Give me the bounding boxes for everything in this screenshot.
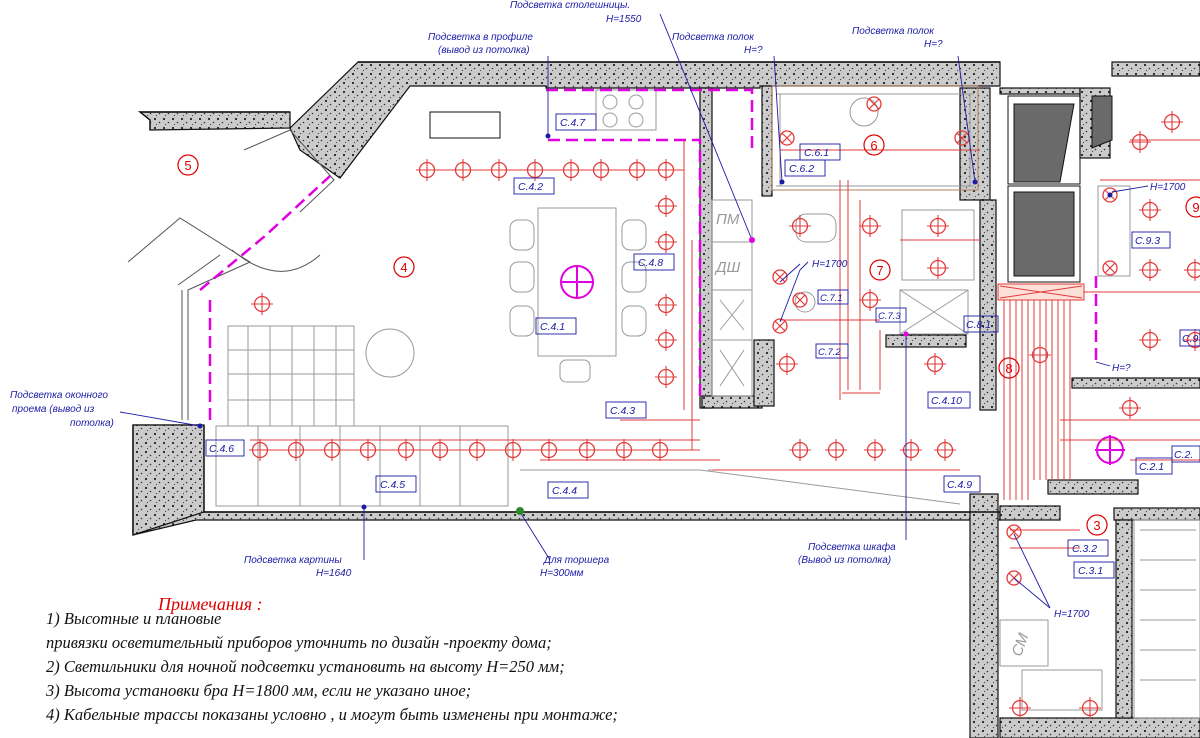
countertop-callout-line1: Подсветка столешницы.	[510, 0, 630, 11]
room-3-number: 3	[1093, 518, 1100, 533]
circuit-c49: C.4.9	[947, 479, 972, 491]
picture-callout-line1: Подсветка картины	[244, 555, 342, 566]
circuit-c47: C.4.7	[560, 117, 586, 129]
note-line-3: 2) Светильники для ночной подсветки уста…	[46, 657, 565, 676]
lamp-callout-line1: Для торшера	[543, 555, 610, 566]
window-callout-line1: Подсветка оконного	[10, 390, 108, 401]
callouts: Подсветка столешницы. H=1550 Подсветка в…	[10, 0, 1186, 620]
shelves-callout-b-line1: Подсветка полок	[852, 26, 935, 37]
shelves-callout-a-line2: H=?	[744, 45, 763, 56]
circuit-c46: C.4.6	[209, 443, 234, 455]
circuit-c9: C.9	[1182, 333, 1199, 345]
height-1700-a: H=1700	[812, 259, 848, 270]
walls	[132, 61, 1200, 738]
circuit-c93: C.9.3	[1135, 235, 1160, 247]
profile-lighting	[199, 88, 1098, 420]
circuit-c31: C.3.1	[1078, 565, 1103, 577]
wiring	[250, 139, 1200, 549]
height-unknown: H=?	[1112, 363, 1131, 374]
room-9-number: 9	[1192, 200, 1199, 215]
circuit-label-texts: C.4.1 C.4.2 C.4.3 C.4.4 C.4.5 C.4.6 C.4.…	[209, 117, 1199, 577]
distribution-box-cross	[999, 285, 1083, 299]
furniture	[215, 85, 1200, 719]
height-1700-c: H=1700	[1054, 609, 1090, 620]
circuit-c81: C.8.1	[966, 319, 991, 331]
notes-title: Примечания :	[158, 594, 263, 614]
panels	[1013, 95, 1113, 277]
circuit-c41: C.4.1	[540, 321, 565, 333]
leader-lines	[119, 13, 1149, 609]
wardrobe-callout-line1: Подсветка шкафа	[808, 541, 896, 553]
shelves-callout-b-line2: H=?	[924, 39, 943, 50]
wardrobe-callout-line2: (Вывод из потолка)	[798, 555, 891, 566]
circuit-c2: C.2.	[1174, 449, 1193, 461]
dishwasher-label: ПМ	[716, 211, 740, 228]
lamp-callout-line2: H=300мм	[540, 568, 584, 579]
room-6-number: 6	[870, 138, 877, 153]
laundry-label: СМ	[1008, 631, 1032, 659]
circuit-c48: C.4.8	[638, 257, 663, 269]
circuit-c73: C.7.3	[878, 311, 901, 322]
room-4-number: 4	[400, 260, 407, 275]
circuit-c71: C.7.1	[820, 293, 843, 304]
profile-callout-line2: (вывод из потолка)	[438, 45, 530, 56]
circuit-c21: C.2.1	[1139, 461, 1164, 473]
height-1700-b: H=1700	[1150, 182, 1186, 193]
circuit-c44: C.4.4	[552, 485, 577, 497]
exterior-outline	[132, 61, 1000, 535]
circuit-c61: C.6.1	[804, 147, 829, 159]
window-callout-line3: потолка)	[70, 418, 114, 429]
circuit-c42: C.4.2	[518, 181, 543, 193]
note-line-2: привязки осветительный приборов уточнить…	[46, 633, 552, 652]
accent-shapes	[560, 265, 1125, 465]
window-callout-line2: проема (вывод из	[12, 404, 95, 415]
circuit-c45: C.4.5	[380, 479, 405, 491]
circuit-c62: C.6.2	[789, 163, 814, 175]
washer-label: ДШ	[714, 259, 741, 276]
circuit-c43: C.4.3	[610, 405, 635, 417]
circuit-c410: C.4.10	[931, 395, 962, 407]
room-numbers: 5 4 6 7 8 3 9	[177, 134, 1200, 536]
note-line-5: 4) Кабельные трассы показаны условно , и…	[46, 705, 618, 724]
room-8-number: 8	[1005, 361, 1012, 376]
leader-dots	[197, 133, 1113, 515]
window-bay	[127, 111, 501, 420]
room-7-number: 7	[876, 263, 883, 278]
picture-callout-line2: H=1640	[316, 568, 352, 579]
note-line-1: 1) Высотные и плановые	[46, 609, 222, 628]
shelves-callout-a-line1: Подсветка полок	[672, 32, 755, 43]
note-line-4: 3) Высота установки бра H=1800 мм, если …	[46, 681, 472, 700]
room-5-number: 5	[184, 158, 191, 173]
circuit-labels	[205, 113, 1200, 579]
profile-callout-line1: Подсветка в профиле	[428, 31, 533, 43]
countertop-callout-line2: H=1550	[606, 14, 642, 25]
circuit-c32: C.3.2	[1072, 543, 1097, 555]
circuit-c72: C.7.2	[818, 347, 841, 358]
